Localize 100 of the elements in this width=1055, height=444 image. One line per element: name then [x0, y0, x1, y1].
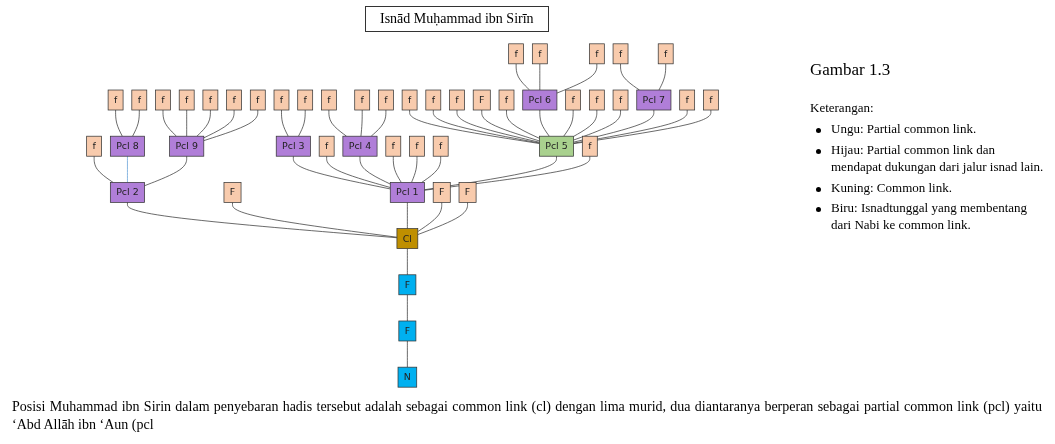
connector: [407, 202, 408, 229]
node-box: f: [531, 43, 548, 65]
legend-note: Ungu: Partial common link.: [831, 120, 977, 138]
node-box: f: [703, 89, 719, 111]
node-box: f: [409, 135, 425, 157]
connector: [417, 202, 443, 232]
node-box: f: [612, 43, 629, 65]
node-box: f: [425, 89, 442, 111]
connector: [658, 63, 667, 91]
node-box: f: [589, 43, 605, 65]
node-box: N: [397, 366, 418, 388]
connector: [132, 109, 140, 137]
connector: [115, 109, 123, 137]
node-box: f: [589, 89, 605, 111]
connector: [481, 109, 540, 142]
connector: [127, 155, 128, 183]
node-box: F: [398, 274, 417, 296]
node-box: f: [401, 89, 418, 111]
node-box: F: [398, 320, 417, 342]
node-box: f: [318, 135, 335, 157]
connector: [407, 248, 408, 276]
connector: [328, 109, 347, 137]
connector: [573, 109, 712, 144]
node-box: F: [458, 182, 477, 203]
node-box: f: [273, 89, 290, 111]
connector: [326, 155, 391, 188]
node-box: f: [385, 135, 402, 157]
node-box: f: [657, 43, 674, 65]
node-box: f: [297, 89, 314, 111]
figure-caption: Gambar 1.3: [810, 60, 891, 80]
node-box: f: [612, 89, 629, 111]
node-box: Cl: [396, 228, 419, 249]
connector: [573, 109, 621, 141]
connector: [421, 155, 442, 183]
node-box: f: [155, 89, 171, 111]
connector: [456, 109, 540, 143]
node-box: Pcl 1: [389, 182, 425, 203]
body-paragraph: Posisi Muhammad ibn Sirin dalam penyebaran hadis tersebut adalah sebagai common link (cl) dengan lima murid, dua diantaranya berperan sebagai partial common link (pcl) yaitu ʻAbd Allāh ibn ʻAun (pcl: [12, 398, 1042, 435]
connector: [539, 63, 541, 91]
node-box: F: [223, 182, 242, 203]
connector: [539, 109, 550, 137]
node-box: F: [472, 89, 491, 111]
node-box: f: [679, 89, 696, 111]
connector: [359, 155, 391, 185]
node-box: f: [226, 89, 242, 111]
node-box: f: [131, 89, 148, 111]
connector: [360, 109, 363, 137]
connector: [620, 63, 640, 91]
connector: [232, 202, 398, 238]
node-box: f: [581, 135, 598, 157]
node-box: Pcl 4: [342, 135, 378, 157]
legend-note: Biru: Isnadtunggal yang membentang dari Nabi ke common link.: [831, 200, 1029, 235]
connector: [563, 109, 574, 137]
connector: [196, 109, 211, 137]
connector: [573, 109, 655, 143]
connector: [93, 155, 114, 183]
node-box: f: [178, 89, 195, 111]
connector: [506, 109, 540, 139]
connector: [432, 109, 540, 144]
node-box: Pcl 6: [522, 89, 558, 111]
connector: [370, 109, 387, 137]
diagram-title: Isnād Muḥammad ibn Sirīn: [365, 6, 549, 32]
node-box: F: [432, 182, 451, 203]
connector: [281, 109, 289, 137]
node-box: f: [321, 89, 337, 111]
node-box: Pcl 2: [109, 182, 145, 203]
connector: [411, 155, 418, 183]
node-box: f: [508, 43, 524, 65]
connector: [162, 109, 177, 137]
connector: [417, 202, 468, 235]
connector: [409, 109, 540, 144]
node-box: f: [249, 89, 266, 111]
node-box: Pcl 3: [275, 135, 311, 157]
node-box: f: [378, 89, 394, 111]
connector: [298, 109, 306, 137]
connector: [186, 109, 188, 137]
legend-note: Hijau: Partial common link dan mendapat dukungan dari jalur isnad lain.: [831, 141, 1045, 176]
node-box: f: [354, 89, 371, 111]
node-box: f: [498, 89, 515, 111]
node-box: f: [107, 89, 124, 111]
node-box: f: [565, 89, 581, 111]
connector: [573, 109, 688, 144]
node-box: f: [449, 89, 465, 111]
node-box: Pcl 7: [636, 89, 672, 111]
node-box: Pcl 9: [169, 135, 205, 157]
node-box: f: [86, 135, 102, 157]
connector: [407, 340, 408, 368]
connector: [144, 155, 188, 187]
connector: [424, 155, 591, 191]
connector: [556, 63, 598, 94]
node-box: f: [432, 135, 449, 157]
connector: [203, 109, 259, 141]
connector: [203, 109, 235, 139]
node-box: f: [202, 89, 219, 111]
connector: [573, 109, 598, 137]
legend-heading: Keterangan:: [810, 100, 875, 117]
connector: [127, 202, 398, 239]
connector: [515, 63, 530, 91]
node-box: Pcl 8: [109, 135, 145, 157]
legend-note: Kuning: Common link.: [831, 179, 952, 197]
